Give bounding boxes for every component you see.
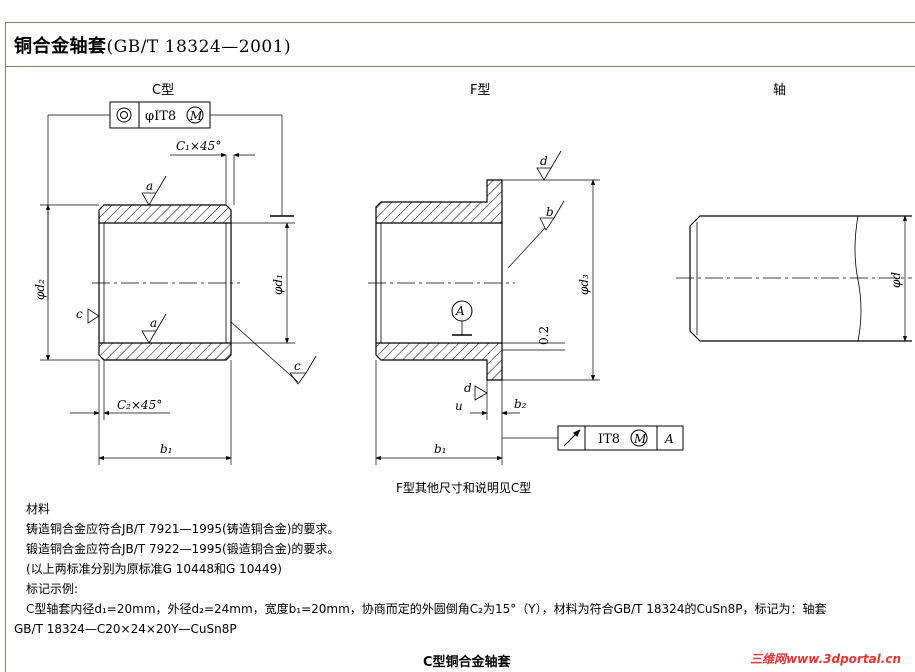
- tol-f-text: IT8: [598, 432, 620, 447]
- point2-label: 0.2: [537, 326, 551, 345]
- label-c-type: C型: [152, 83, 175, 98]
- title-standard: (GB/T 18324—2001): [106, 37, 292, 57]
- marking-example-b: GB/T 18324—C20×24×20Y—CuSn8P: [14, 622, 237, 636]
- footer-title: C型铜合金轴套: [423, 655, 511, 670]
- rough-c-left: c: [76, 307, 83, 321]
- c-bottom-wall: [98, 342, 232, 361]
- phi-d-label: φd: [889, 272, 903, 288]
- rough-a-bottom: a: [150, 316, 157, 330]
- f-type-bushing: [368, 150, 684, 465]
- rough-d-bottom: d: [464, 381, 472, 395]
- c-type-bushing: [40, 101, 317, 465]
- f-bottom-wall: [375, 342, 503, 381]
- material-line-3: (以上两标准分别为原标准G 10448和G 10449): [26, 562, 282, 576]
- b1-c-label: b₁: [160, 442, 173, 456]
- notes-block: 材料 铸造铜合金应符合JB/T 7921—1995(铸造铜合金)的要求。 锻造铜…: [14, 499, 827, 639]
- tol-f-datum: A: [664, 432, 674, 446]
- tol-f-m: M: [633, 432, 647, 446]
- tol-c-text: φIT8: [145, 109, 176, 124]
- material-heading: 材料: [26, 502, 51, 516]
- tol-c-m: M: [189, 109, 203, 123]
- rough-b: b: [546, 205, 554, 219]
- title-main: 铜合金轴套: [14, 36, 107, 57]
- marking-heading: 标记示例:: [26, 582, 79, 596]
- shaft: [676, 215, 912, 342]
- page-frame: [5, 22, 915, 672]
- label-shaft: 轴: [773, 83, 787, 98]
- watermark: 三维网www.3dportal.cn: [750, 652, 901, 666]
- phi-d1-label: φd₁: [271, 274, 285, 295]
- chamfer2-label: C₂×45°: [117, 398, 162, 412]
- marking-example-a: C型轴套内径d₁=20mm，外径d₂=24mm，宽度b₁=20mm，协商而定的外…: [26, 602, 827, 616]
- title-bar: [5, 22, 915, 67]
- c-top-wall: [98, 204, 232, 224]
- phi-d2-label: φd₂: [33, 279, 47, 300]
- rough-a-top: a: [146, 179, 153, 193]
- page-title: 铜合金轴套(GB/T 18324—2001): [14, 32, 291, 58]
- material-line-1: 铸造铜合金应符合JB/T 7921—1995(铸造铜合金)的要求。: [26, 522, 340, 536]
- phi-d3-label: φd₃: [577, 274, 591, 295]
- f-type-caption: F型其他尺寸和说明见C型: [396, 481, 532, 495]
- rough-c-right: c: [294, 359, 301, 373]
- f-top-wall: [375, 179, 503, 224]
- b2-label: b₂: [514, 397, 527, 411]
- rough-d-top: d: [540, 154, 548, 168]
- b1-f-label: b₁: [434, 442, 447, 456]
- material-line-2: 锻造铜合金应符合JB/T 7922—1995(锻造铜合金)的要求。: [26, 542, 340, 556]
- label-f-type: F型: [470, 83, 491, 98]
- u-label: u: [455, 399, 463, 413]
- datum-a-label: A: [455, 304, 465, 318]
- chamfer1-label: C₁×45°: [176, 139, 221, 153]
